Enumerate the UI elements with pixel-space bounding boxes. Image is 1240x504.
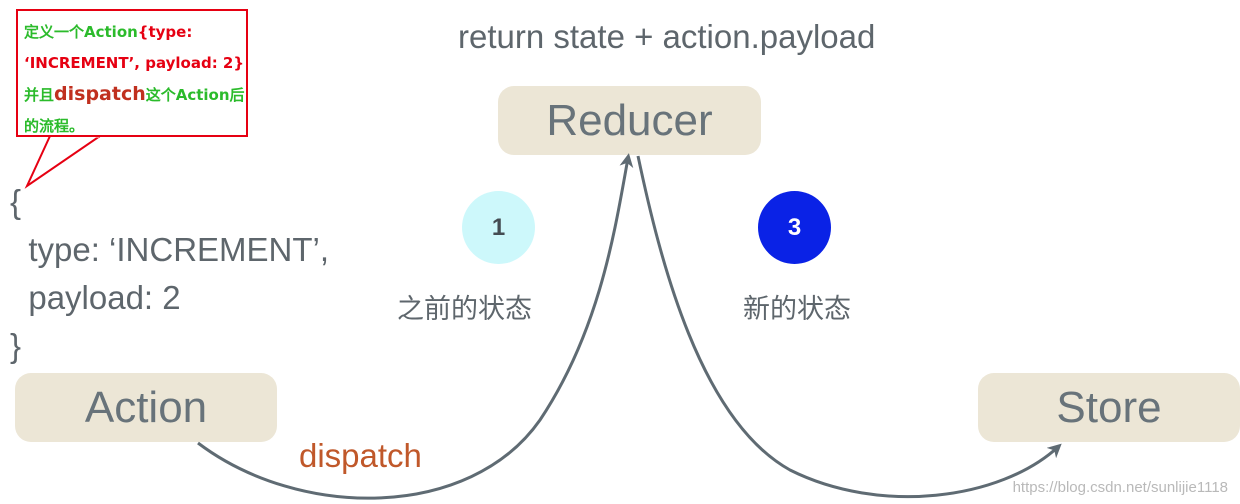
code-open-brace: { — [10, 183, 22, 220]
callout-text: 的流程。 — [24, 117, 85, 135]
code-close-brace: } — [10, 327, 22, 364]
action-node-label: Action — [84, 382, 208, 432]
step-3-number: 3 — [787, 213, 802, 241]
step-3-circle: 3 — [758, 191, 831, 264]
callout-annotation: 定义一个Action{type: ‘INCREMENT’, payload: 2… — [16, 9, 248, 137]
code-line-payload: payload: 2 — [10, 279, 181, 316]
callout-text: 并且 — [24, 86, 55, 104]
action-object-code: { type: ‘INCREMENT’, payload: 2 } — [10, 178, 329, 370]
store-node-label: Store — [1056, 382, 1162, 432]
watermark: https://blog.csdn.net/sunlijie1118 — [1012, 479, 1228, 496]
step-1-circle: 1 — [462, 191, 535, 264]
callout-text: 这个Action后 — [145, 86, 245, 104]
code-line-type: type: ‘INCREMENT’, — [10, 231, 330, 268]
store-node: Store — [978, 373, 1240, 442]
reducer-node: Reducer — [498, 86, 761, 155]
reducer-node-label: Reducer — [546, 95, 713, 145]
step-1-label: 之前的状态 — [397, 294, 532, 325]
step-1-number: 1 — [491, 213, 506, 241]
step-3-label: 新的状态 — [743, 294, 851, 325]
action-node: Action — [15, 373, 277, 442]
callout-text: {type: — [137, 23, 193, 41]
new-state-arrow — [636, 155, 1062, 499]
dispatch-label: dispatch — [299, 437, 422, 474]
dispatch-arrow — [197, 153, 634, 500]
callout-text: ‘INCREMENT’, payload: 2} — [24, 54, 245, 72]
callout-text: 定义一个Action — [24, 23, 138, 41]
reducer-formula-label: return state + action.payload — [458, 18, 876, 55]
callout-text-dispatch: dispatch — [54, 83, 146, 105]
